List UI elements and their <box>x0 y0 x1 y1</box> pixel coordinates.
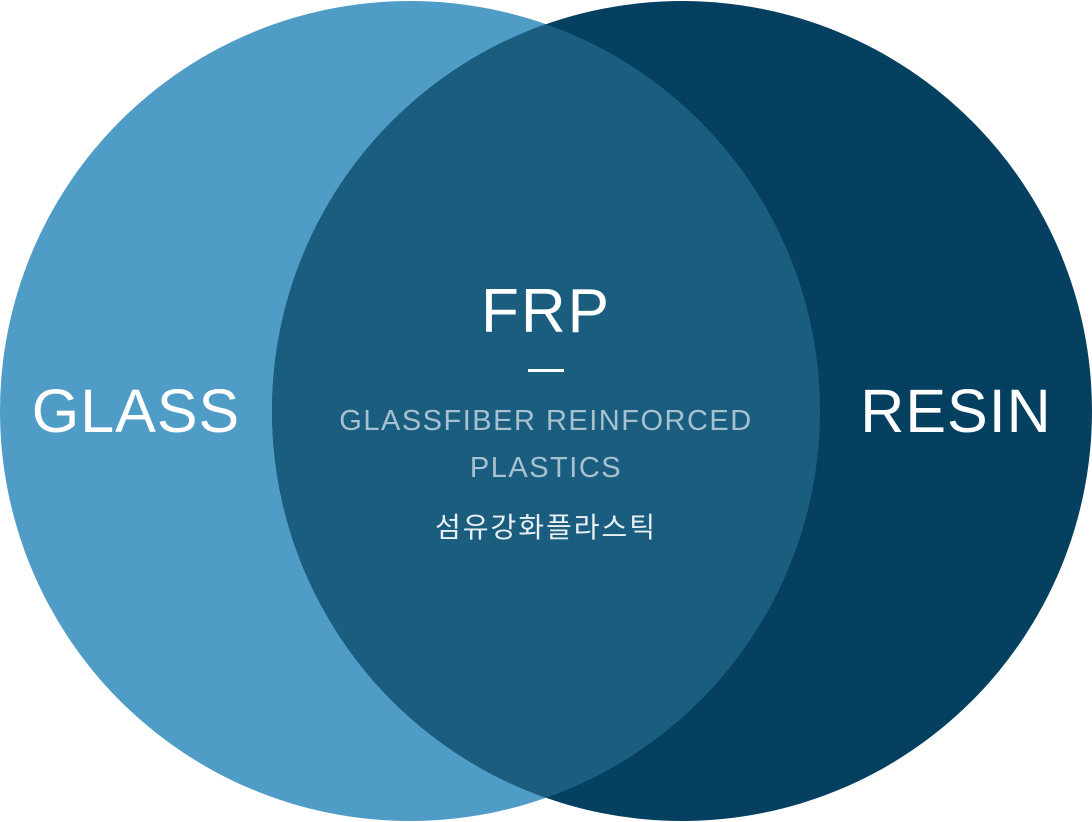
overlap-region <box>272 1 820 821</box>
